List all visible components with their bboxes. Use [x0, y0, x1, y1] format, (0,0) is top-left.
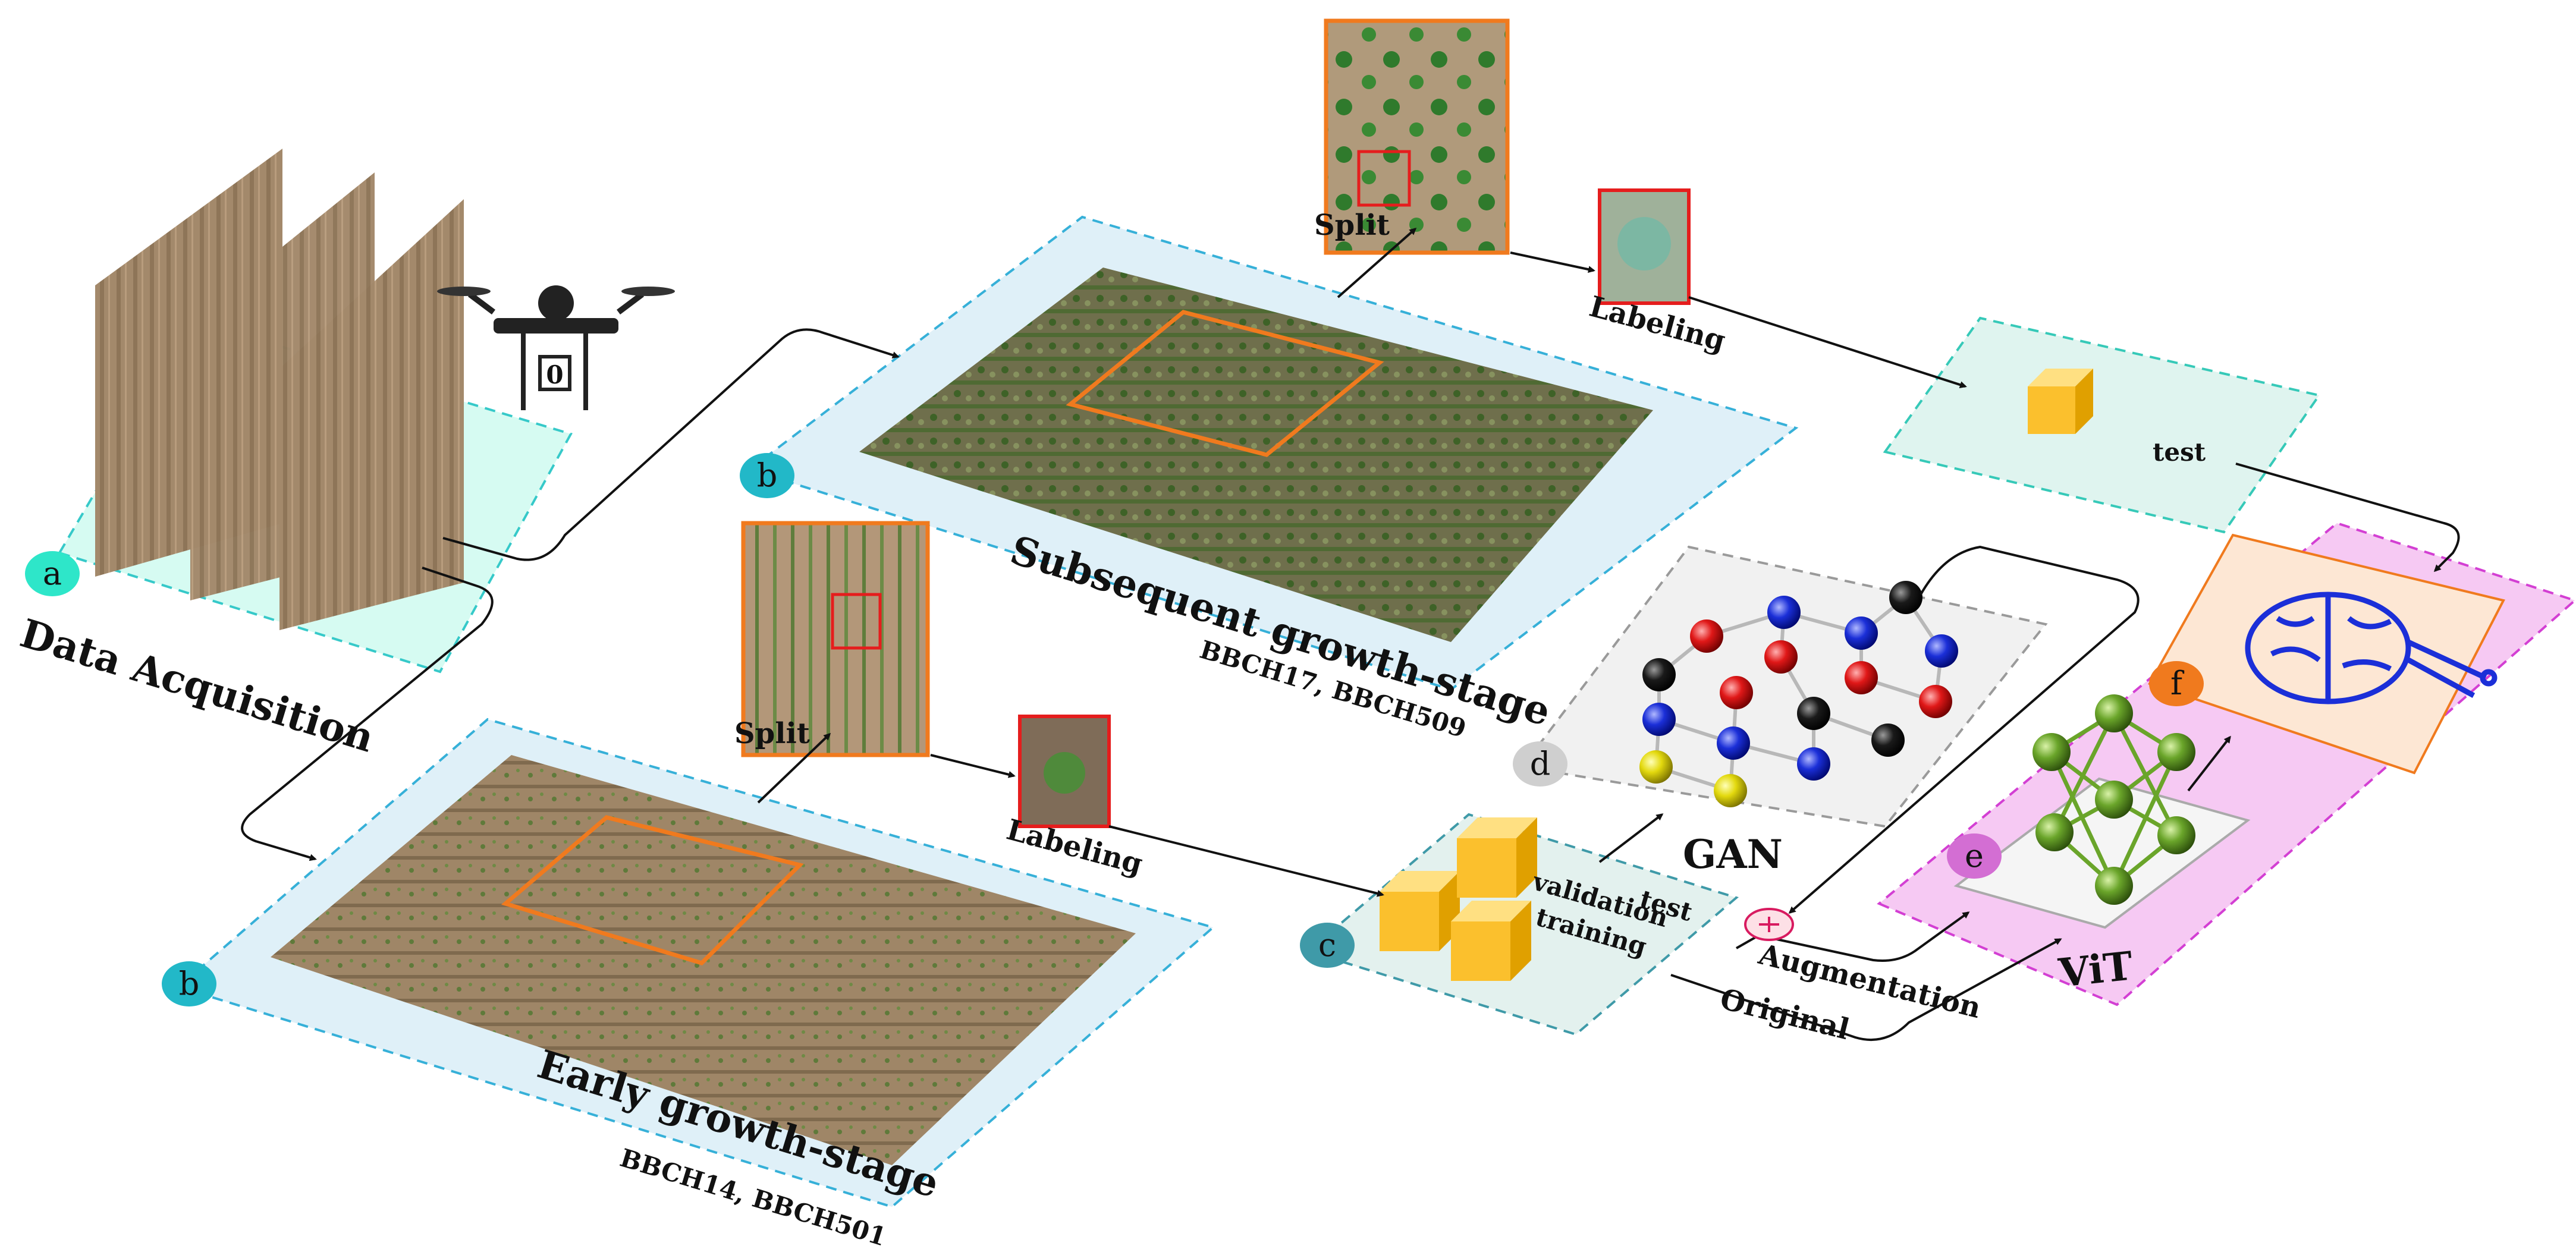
test-top-label: test	[2153, 438, 2206, 467]
mid-split-crop-box	[831, 593, 882, 650]
badge-b-early	[162, 961, 216, 1006]
gan-panel	[1520, 545, 2048, 828]
badge-b-subsequent-label: b	[757, 457, 778, 494]
gan-node	[1642, 703, 1676, 736]
brain-icon	[2245, 592, 2498, 704]
vit-node	[2035, 813, 2074, 851]
vit-node	[2095, 694, 2133, 732]
vit-node	[2157, 816, 2195, 854]
validation-cube	[1451, 901, 1531, 981]
arrow-acq-to-early	[241, 567, 494, 861]
subsequent-roi-box	[1066, 310, 1384, 457]
badge-d	[1513, 741, 1567, 787]
early-roi-box	[501, 815, 804, 965]
split-top-label: Split	[1314, 209, 1390, 242]
gan-node	[1639, 750, 1673, 784]
connectors	[241, 228, 2460, 1042]
arrow-acq-to-subsequent	[442, 328, 900, 561]
badge-d-label: d	[1530, 745, 1551, 782]
gan-node	[1717, 726, 1750, 760]
badge-e-label: e	[1965, 837, 1984, 874]
vit-node	[2032, 733, 2071, 771]
original-label: Original	[1717, 982, 1852, 1046]
arrow-early-to-split	[757, 732, 831, 804]
arrow-split-to-labeling-mid	[930, 754, 1016, 778]
gan-node	[1720, 676, 1753, 709]
gan-node	[1845, 616, 1878, 650]
panel-data-acquisition: 0 a Data Acquisition	[15, 149, 675, 762]
arrow-network-to-brain	[2187, 735, 2231, 792]
arrow-labeling-to-dataset	[1108, 825, 1384, 897]
badge-b-subsequent	[740, 453, 794, 498]
gan-node	[1925, 634, 1958, 668]
drone-icon: 0	[437, 285, 675, 410]
field-image-3	[279, 199, 464, 630]
vit-label: ViT	[2056, 942, 2135, 996]
badge-a	[25, 551, 80, 596]
badge-e	[1947, 833, 2002, 879]
panel-gan: d GAN	[1513, 545, 2048, 877]
top-split-image	[1324, 18, 1510, 255]
badge-c	[1300, 923, 1355, 968]
panel-test-top: test	[1883, 316, 2321, 534]
arrow-test-to-vit	[2235, 463, 2460, 572]
vit-node	[2095, 781, 2133, 819]
training-cube	[1380, 871, 1460, 951]
gan-node	[1690, 619, 1723, 653]
gan-node	[1919, 685, 1952, 718]
badge-b-early-label: b	[179, 965, 200, 1002]
split-labeling-top: Split Labeling	[1314, 18, 1729, 358]
test-cube	[2028, 369, 2093, 434]
vit-node	[2095, 867, 2133, 905]
arrow-original-to-vit	[1670, 938, 2062, 1042]
gan-node	[1764, 640, 1798, 674]
badge-a-label: a	[43, 555, 62, 592]
arrow-labeling-to-test	[1688, 296, 1967, 388]
badge-f	[2149, 661, 2204, 706]
gan-label: GAN	[1683, 831, 1783, 877]
split-mid-label: Split	[734, 717, 810, 750]
top-label-plant	[1617, 217, 1671, 270]
gan-node	[1767, 596, 1801, 629]
augmentation-plus-icon	[1744, 908, 1794, 941]
panel-dataset-split: test validation training c	[1300, 813, 1739, 1036]
arrow-subsequent-to-split	[1337, 228, 1417, 298]
top-split-crop-box	[1357, 150, 1411, 207]
panel-vit: f e ViT	[1877, 521, 2576, 1006]
drone-camera-digit: 0	[546, 360, 563, 389]
split-labeling-mid: Split Labeling	[734, 521, 1146, 881]
gan-node	[1845, 661, 1878, 694]
gan-node	[1642, 658, 1676, 691]
gan-node	[1889, 581, 1922, 614]
arrow-dataset-to-gan	[1598, 813, 1664, 863]
arrow-gan-to-augmentation	[1788, 545, 2140, 914]
vit-node	[2157, 733, 2195, 771]
gan-node	[1797, 747, 1830, 781]
badge-c-label: c	[1318, 926, 1336, 964]
mid-label-plant	[1044, 752, 1085, 794]
arrow-split-to-labeling-top	[1510, 251, 1595, 273]
gan-node	[1714, 774, 1747, 807]
gan-node	[1871, 723, 1905, 757]
subsequent-field-mosaic	[859, 268, 1653, 642]
test-cube-c	[1457, 817, 1537, 898]
test-panel	[1883, 316, 2321, 534]
gan-node	[1797, 697, 1830, 730]
mid-split-image	[741, 521, 930, 757]
